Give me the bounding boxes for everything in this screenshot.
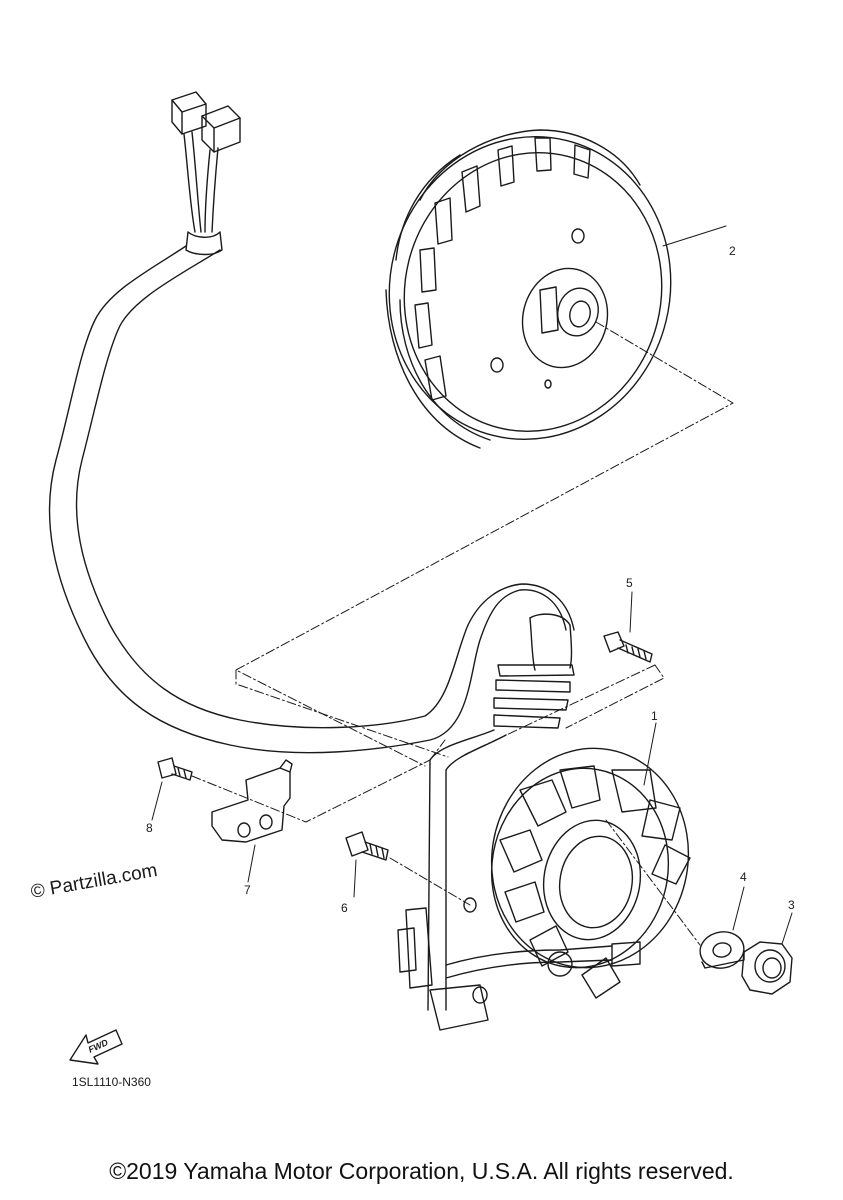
wire-clamp-bracket: [212, 760, 292, 842]
callout-1: 1: [651, 709, 658, 723]
callout-leaders: [152, 226, 792, 944]
generator-parts-diagram: 1 2 3 4 5 6 7 8 © Partzilla.com FWD 1SL1…: [29, 0, 795, 1089]
callout-3: 3: [788, 898, 795, 912]
callout-5: 5: [626, 576, 633, 590]
stator-assembly: [398, 614, 706, 1030]
callout-4: 4: [740, 870, 747, 884]
fwd-label: FWD: [87, 1037, 110, 1055]
callout-2: 2: [729, 244, 736, 258]
flange-nut: [742, 942, 792, 994]
wire-harness: [49, 92, 574, 753]
callout-7: 7: [244, 883, 251, 897]
rotor-flywheel: [357, 107, 702, 470]
partzilla-watermark: © Partzilla.com: [29, 860, 159, 903]
connector-right: [202, 106, 240, 152]
diagram-code: 1SL1110-N360: [72, 1075, 151, 1089]
bolt-5: [604, 632, 652, 662]
callout-8: 8: [146, 821, 153, 835]
fwd-arrow-icon: FWD: [70, 1030, 122, 1064]
bolt-8: [158, 758, 192, 780]
assembly-leader-lines: [192, 322, 733, 945]
bolt-6: [346, 832, 388, 860]
connector-left: [172, 92, 206, 134]
callout-6: 6: [341, 901, 348, 915]
washer: [697, 928, 747, 971]
copyright-notice: ©2019 Yamaha Motor Corporation, U.S.A. A…: [109, 1158, 734, 1184]
